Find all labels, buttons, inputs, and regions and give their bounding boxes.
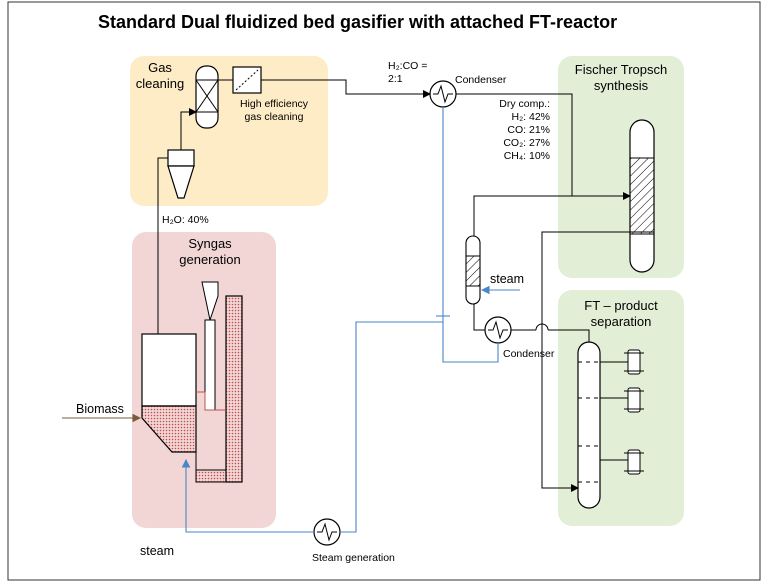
dry-composition-block: Dry comp.: H₂: 42% CO: 21% CO₂: 27% CH₄:… [470, 98, 550, 163]
scrubber-vessel [195, 65, 219, 129]
h2co-ratio-label: H₂:CO = 2:1 [388, 60, 427, 86]
small-separator-vessel [465, 235, 481, 305]
biomass-label: Biomass [76, 402, 124, 416]
steam-generation-exchanger [313, 518, 341, 546]
figure-title: Standard Dual fluidized bed gasifier wit… [98, 12, 618, 32]
gas-cleaning-line1: Gas [148, 60, 172, 75]
ft-reactor [629, 119, 655, 273]
gas-cleaning-title: Gas cleaning [134, 60, 186, 92]
gasifier [141, 281, 243, 483]
dry-comp-title: Dry comp.: [499, 98, 550, 110]
condenser-bottom-exchanger [484, 316, 512, 344]
dry-comp-h2: H₂: 42% [511, 111, 550, 123]
condenser-top-label: Condenser [455, 74, 507, 86]
fischer-tropsch-line1: Fischer Tropsch [574, 62, 668, 77]
process-lines [157, 79, 654, 492]
condenser-bottom-label: Condenser [503, 348, 555, 360]
syngas-generation-line2: generation [179, 252, 241, 267]
dry-comp-co2: CO₂: 27% [503, 137, 550, 149]
fischer-tropsch-line2: synthesis [593, 78, 649, 93]
steam-generation-label: Steam generation [312, 552, 395, 564]
ft-product-separation-line2: separation [590, 314, 652, 329]
dry-comp-ch4: CH₄: 10% [503, 150, 550, 162]
high-efficiency-line1: High efficiency [239, 98, 309, 110]
h2o-label: H₂O: 40% [162, 214, 209, 226]
dry-comp-co: CO: 21% [507, 124, 550, 136]
gas-cleaning-line2: cleaning [135, 76, 185, 91]
distillation-column [577, 341, 644, 509]
h2co-ratio-line2: 2:1 [388, 73, 403, 85]
ft-product-separation-title: FT – product separation [562, 298, 680, 330]
figure-border [7, 1, 761, 581]
steam-mid-label: steam [490, 272, 525, 286]
high-efficiency-label: High efficiency gas cleaning [228, 98, 320, 124]
high-efficiency-line2: gas cleaning [244, 111, 304, 123]
h2co-ratio-line1: H₂:CO = [388, 60, 428, 72]
fischer-tropsch-title: Fischer Tropsch synthesis [562, 62, 680, 94]
water-steam-lines [181, 107, 520, 533]
steam-bottom-label: steam [140, 544, 175, 558]
condenser-top-exchanger [429, 80, 457, 108]
ft-product-separation-line1: FT – product [584, 298, 658, 313]
high-efficiency-filter [232, 66, 262, 94]
syngas-generation-title: Syngas generation [170, 236, 250, 268]
syngas-generation-line1: Syngas [188, 236, 232, 251]
